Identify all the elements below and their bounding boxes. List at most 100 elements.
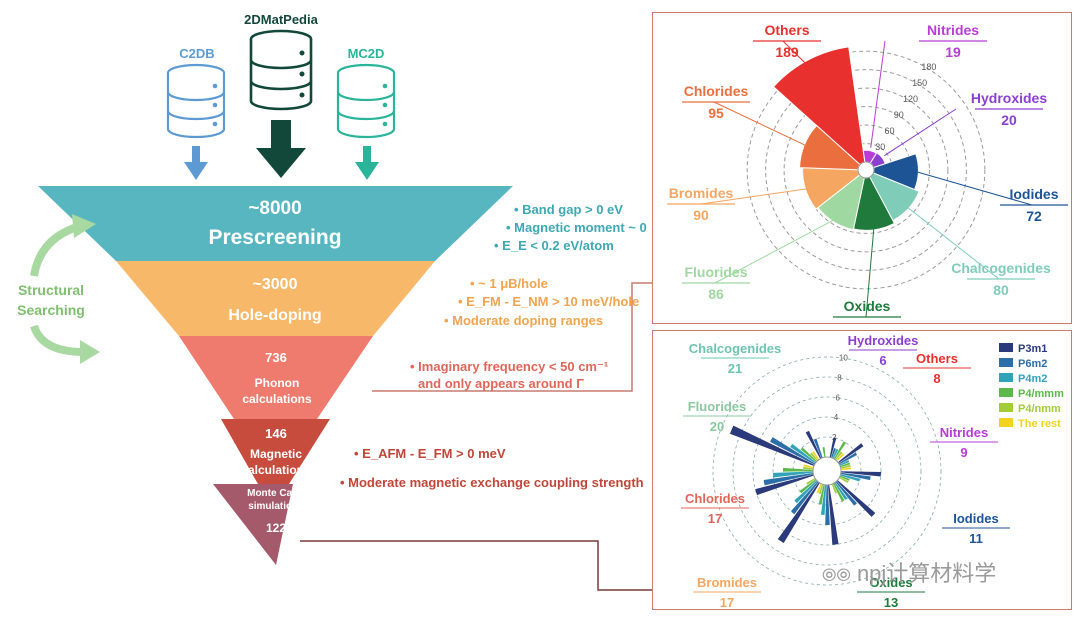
polar-bar-chalcogenides-the rest xyxy=(811,451,820,461)
polar-bar-bromides-the rest xyxy=(816,483,822,494)
legend-label: The rest xyxy=(1018,418,1061,430)
polar-bar-fluorides-p6m2 xyxy=(763,472,814,486)
connector-line-bottom xyxy=(300,540,652,591)
polar-bar-fluorides-p4mmm xyxy=(783,467,814,472)
cycle-arrow-up-icon xyxy=(30,222,82,277)
polar-bar-hydroxides-p6m2 xyxy=(813,438,823,459)
criterion-exchange-coupling: • Moderate magnetic exchange coupling st… xyxy=(340,475,644,490)
legend-swatch xyxy=(999,418,1013,427)
polar-bar-nitrides-p4nmm xyxy=(840,464,851,469)
arrow-down-icon-2dmatpedia xyxy=(256,120,306,178)
criterion-imaginary-frequency: • Imaginary frequency < 50 cm⁻¹ xyxy=(410,359,609,374)
criterion-gamma-point: and only appears around Γ xyxy=(418,376,585,391)
polar-bar-iodides-p4mmm xyxy=(839,475,850,481)
polar-bar-chalcogenides-p4m2 xyxy=(790,443,816,464)
category-label: Fluorides xyxy=(688,399,747,414)
category-value: 80 xyxy=(993,282,1009,298)
radial-tick-label: 120 xyxy=(903,94,918,104)
polar-bar-chalcogenides-p6m2 xyxy=(770,437,816,465)
category-value: 21 xyxy=(728,361,742,376)
leader-line xyxy=(782,40,814,72)
db-label-c2db: C2DB xyxy=(179,46,215,61)
polar-bar-fluorides-p4m2 xyxy=(773,471,814,478)
legend-swatch xyxy=(999,403,1013,412)
watermark: ⦾⦾ npj计算材料学 xyxy=(822,556,996,588)
radial-grid-ring xyxy=(746,50,986,290)
polar-bar-iodides-p6m2 xyxy=(840,472,871,481)
arrow-down-icon-mc2d xyxy=(355,146,379,180)
db-label-2dmatpedia: 2DMatPedia xyxy=(244,12,318,27)
polar-bar-others-p6m2 xyxy=(831,448,836,459)
level-name-magnetic: Magnetic calculations xyxy=(241,447,311,477)
polar-bar-hydroxides-p4mmm xyxy=(822,447,826,458)
criterion-moment-per-hole: • ~ 1 μB/hole xyxy=(470,276,548,291)
radial-tick-label: 10 xyxy=(839,353,848,362)
polar-bar-chlorides-p4m2 xyxy=(794,480,818,504)
legend-label: P3m1 xyxy=(1018,343,1047,355)
wechat-icon: ⦾⦾ xyxy=(822,565,851,585)
polar-bar-nitrides-p4m2 xyxy=(839,460,850,466)
polar-bar-nitrides-p4mmm xyxy=(840,462,851,468)
category-label: Iodides xyxy=(1009,186,1058,202)
polar-bar-nitrides-the rest xyxy=(840,467,851,471)
category-label: Chalcogenides xyxy=(951,260,1051,276)
polar-bar-chalcogenides-p4mmm xyxy=(800,447,817,463)
legend-label: P6m2 xyxy=(1018,358,1047,370)
category-value: 85 xyxy=(859,320,875,323)
polar-bar-chalcogenides-p3m1 xyxy=(729,425,815,466)
connector-line-top xyxy=(372,282,652,392)
level-count-prescreening: ~8000 xyxy=(248,198,302,219)
category-value: 95 xyxy=(708,105,724,121)
category-label: Hydroxides xyxy=(971,90,1047,106)
category-value: 13 xyxy=(884,595,898,609)
leader-line xyxy=(713,101,809,148)
polar-bar-oxides-p4m2 xyxy=(834,482,848,500)
category-label: Oxides xyxy=(869,575,912,590)
category-label: Hydroxides xyxy=(848,333,919,348)
category-label: Bromides xyxy=(697,575,757,590)
polar-bar-bromides-p3m1 xyxy=(828,484,839,545)
funnel-level-holedoping xyxy=(116,261,435,336)
radial-tick-label: 150 xyxy=(912,78,927,88)
legend-label: P4/nmm xyxy=(1018,403,1061,415)
polar-bar-iodides-p4m2 xyxy=(840,474,861,482)
criterion-doping-range: • Moderate doping ranges xyxy=(444,313,604,328)
radial-tick-label: 90 xyxy=(894,110,904,120)
criterion-afm-fm-energy: • E_AFM - E_FM > 0 meV xyxy=(354,446,506,461)
category-label: Bromides xyxy=(669,185,734,201)
category-label: Nitrides xyxy=(927,22,979,38)
polar-center xyxy=(857,161,875,179)
polar-bar-oxides-p4mmm xyxy=(833,483,845,502)
level-name-prescreening: Prescreening xyxy=(208,226,342,249)
level-name-holedoping: Hole-doping xyxy=(228,307,322,324)
funnel-level-phonon xyxy=(179,336,373,419)
radial-grid-ring xyxy=(772,416,882,526)
cycle-arrow-down-icon xyxy=(30,324,85,356)
polar-bar-nitrides-p3m1 xyxy=(837,443,864,464)
polar-bar-others-the rest xyxy=(836,452,845,462)
level-name-phonon: Phonon calculations xyxy=(242,376,312,406)
category-value: 9 xyxy=(960,445,967,460)
radial-tick-label: 2 xyxy=(832,433,837,442)
category-value: 8 xyxy=(933,371,940,386)
radial-tick-label: 4 xyxy=(834,413,839,422)
level-count-phonon: 736 xyxy=(265,350,287,365)
polar-bar-iodides-p3m1 xyxy=(840,471,881,477)
polar-bar-hydroxides-p3m1 xyxy=(805,430,822,459)
category-value: 6 xyxy=(879,353,886,368)
radial-grid-ring xyxy=(783,87,949,253)
polar-bar-iodides-p4nmm xyxy=(839,476,849,484)
database-icon-2dmatpedia xyxy=(249,29,313,111)
legend-swatch xyxy=(999,373,1013,382)
polar-bar-others-p4nmm xyxy=(835,451,843,461)
category-value: 189 xyxy=(775,44,799,60)
criterion-band-gap: • Band gap > 0 eV xyxy=(514,202,623,217)
leader-line xyxy=(884,108,957,157)
leader-line xyxy=(870,40,886,148)
radial-grid-ring xyxy=(732,376,922,566)
structural-searching-label: Structural Searching xyxy=(17,282,85,318)
category-label: Others xyxy=(916,351,958,366)
leader-line xyxy=(916,171,1033,206)
level-count-montecarlo: 122 xyxy=(265,521,287,535)
leader-line xyxy=(700,188,810,205)
